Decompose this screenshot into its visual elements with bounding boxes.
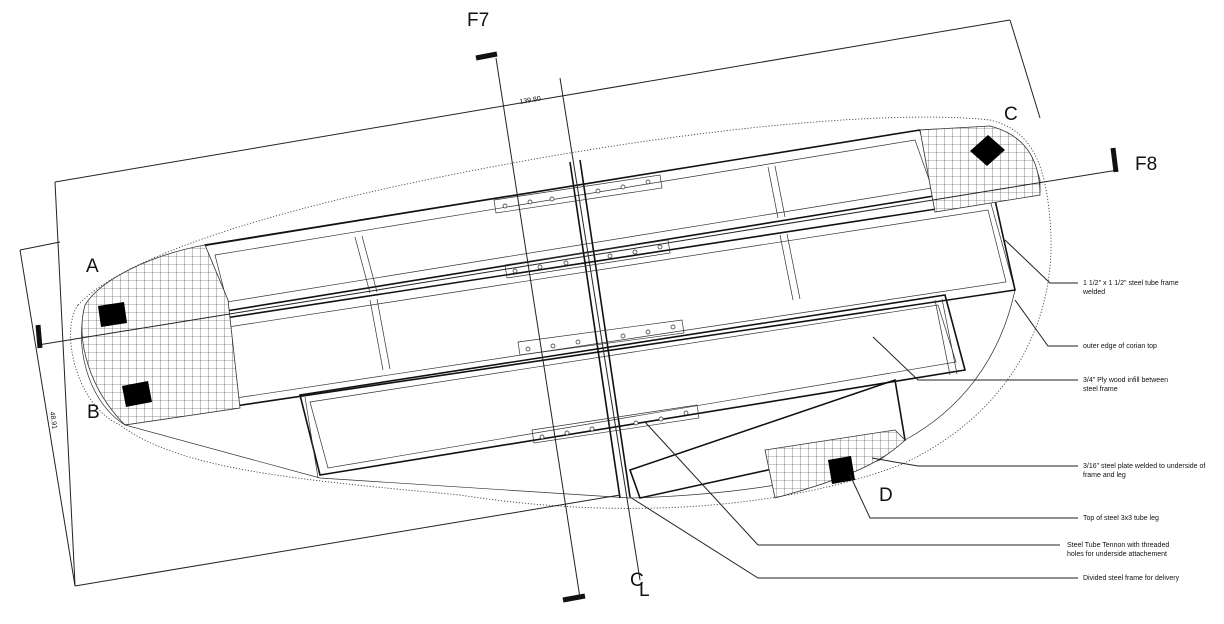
callout-ply-1: 3/4" Ply wood infill between: [1083, 377, 1168, 384]
leader-lines: [629, 239, 1078, 579]
tenon-plates: [493, 174, 700, 444]
divided-frame-seam: [569, 159, 631, 499]
leg-label-a: A: [86, 256, 99, 277]
callout-plate-2: frame and leg: [1083, 472, 1126, 479]
leg-label-d: D: [879, 485, 893, 506]
centerline-c-label: C: [630, 570, 644, 591]
callout-divided-frame: Divided steel frame for delivery: [1083, 575, 1180, 582]
section-line-f8: F8: [35, 147, 1157, 349]
callout-corian-edge: outer edge of corian top: [1083, 343, 1157, 350]
centerline: C L: [559, 77, 650, 601]
width-dimension-text: 48.91: [48, 411, 58, 430]
callout-plate-1: 3/16" steel plate welded to underside of: [1083, 463, 1205, 470]
leg-label-b: B: [87, 402, 100, 423]
length-dimension: 139.80: [54, 19, 1041, 586]
callout-tennon-2: holes for underside attachement: [1067, 551, 1167, 558]
leg-c: [970, 135, 1005, 166]
callout-tube-frame-2: welded: [1082, 289, 1105, 296]
steel-plates: [81, 125, 1041, 499]
width-dimension: 48.91: [19, 241, 621, 587]
leg-b: [122, 381, 152, 407]
plate-a-b: [81, 244, 241, 426]
callout-tube-leg: Top of steel 3x3 tube leg: [1083, 515, 1159, 522]
callout-ply-2: steel frame: [1083, 386, 1118, 393]
plate-c: [919, 125, 1041, 213]
leg-label-c: C: [1004, 104, 1018, 125]
section-f7-label: F7: [467, 10, 489, 31]
section-line-f7: F7: [467, 10, 586, 603]
callouts: 1 1/2" x 1 1/2" steel tube frame welded …: [1067, 280, 1205, 582]
length-dimension-text: 139.80: [519, 95, 541, 105]
centerline-l-label: L: [639, 580, 650, 601]
leg-a: [98, 302, 127, 327]
leg-tops: [98, 135, 1005, 484]
callout-tube-frame-1: 1 1/2" x 1 1/2" steel tube frame: [1083, 280, 1179, 287]
callout-tennon-1: Steel Tube Tennon with threaded: [1067, 542, 1169, 549]
leg-d: [828, 456, 855, 484]
section-f8-label: F8: [1135, 154, 1157, 175]
